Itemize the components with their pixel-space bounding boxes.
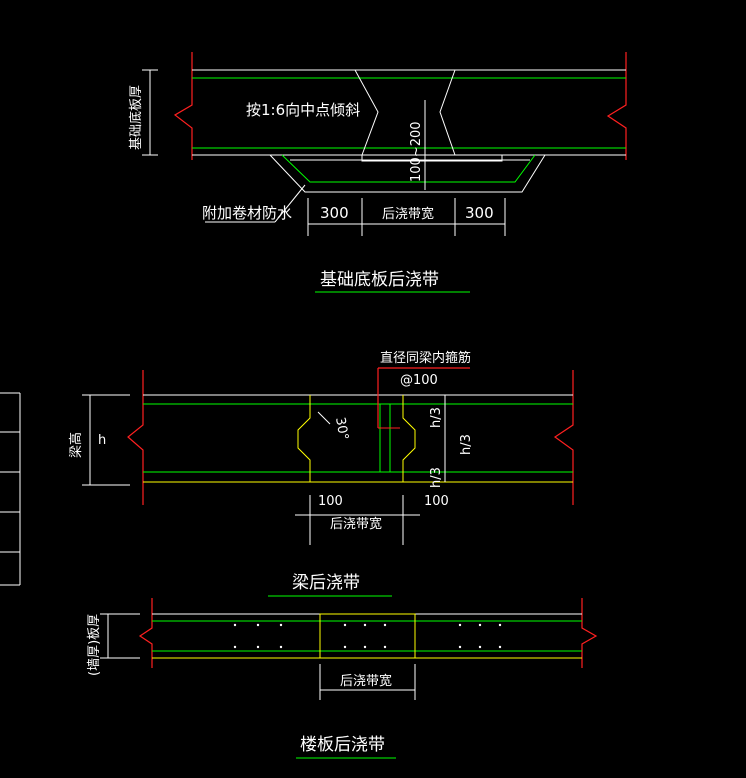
beam-third-bottom: h/3 (429, 467, 444, 488)
foundation-dim-left: 300 (320, 204, 349, 222)
foundation-slab-detail: 基础底板厚 按1:6向中点倾斜 100~200 附加卷材防水 300 后浇带宽 … (128, 52, 627, 293)
beam-stirrup-spacing: @100 (400, 373, 438, 388)
pour-band-base (361, 154, 503, 162)
beam-third-top: h/3 (429, 407, 444, 428)
foundation-thickness-label: 基础底板厚 (128, 85, 144, 150)
beam-stirrup-note: 直径同梁内箍筋 (380, 350, 471, 366)
beam-detail: 30° 直径同梁内箍筋 @100 梁高 h h/3 h/3 h/3 100 后浇… (68, 350, 574, 597)
beam-dim-right: 100 (424, 494, 449, 509)
slab-rebar-dots (233, 623, 502, 649)
pour-band-right-edge (439, 69, 456, 156)
break-line-left (173, 52, 193, 160)
beam-third-mid: h/3 (459, 434, 474, 455)
beam-h-label: h (98, 433, 106, 448)
beam-dim-left: 100 (318, 494, 343, 509)
sunk-outline-inner (281, 154, 536, 183)
beam-joint-right (402, 395, 416, 482)
pour-band-left-edge (354, 69, 379, 156)
foundation-depth-dim: 100~200 (409, 121, 424, 182)
beam-height-label: 梁高 (68, 432, 84, 458)
side-table-fragment (0, 392, 21, 586)
foundation-title: 基础底板后浇带 (320, 270, 439, 290)
foundation-waterproof-note: 附加卷材防水 (202, 204, 292, 222)
slab-pour-band (319, 613, 416, 659)
beam-break-right (553, 370, 574, 505)
break-line-right (606, 52, 627, 160)
sunk-outline-outer (269, 154, 546, 193)
beam-break-left (127, 370, 144, 505)
beam-title: 梁后浇带 (292, 573, 360, 593)
foundation-slope-note: 按1:6向中点倾斜 (246, 101, 360, 119)
slab-break-right (581, 598, 598, 668)
slab-thickness-label: (墙厚)板厚 (87, 614, 102, 676)
beam-dim-mid: 后浇带宽 (330, 516, 382, 532)
slab-break-left (138, 598, 153, 668)
floor-slab-detail: (墙厚)板厚 后浇带宽 楼板后浇带 (87, 598, 598, 759)
slab-title: 楼板后浇带 (300, 735, 385, 755)
foundation-dim-mid: 后浇带宽 (382, 206, 434, 222)
slab-dim-mid: 后浇带宽 (340, 673, 392, 689)
beam-joint-left (297, 395, 311, 482)
beam-angle-label: 30° (332, 416, 351, 441)
foundation-dim-right: 300 (465, 204, 494, 222)
